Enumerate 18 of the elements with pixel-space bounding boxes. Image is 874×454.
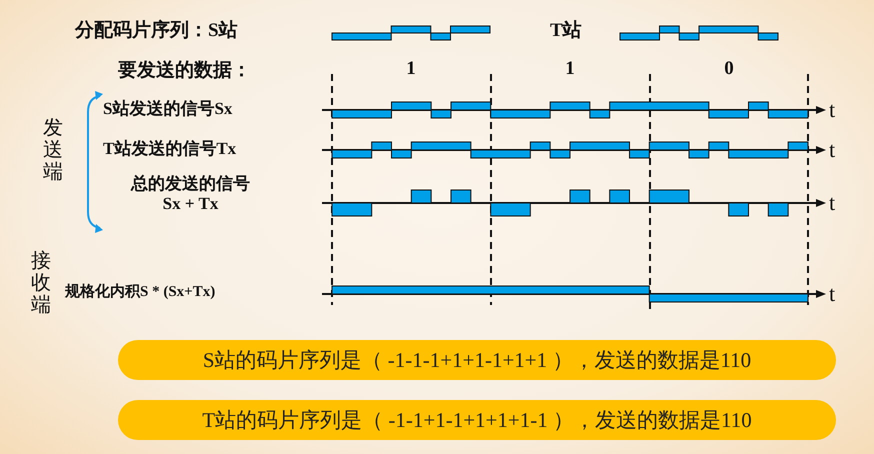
section-label: 接收端	[31, 250, 51, 316]
row-label: 1	[406, 58, 416, 81]
row-label: T站	[550, 20, 582, 43]
summary-banner: T站的码片序列是（ -1-1+1-1+1+1+1-1 ），发送的数据是110	[118, 400, 836, 440]
row-label: 要发送的数据：	[118, 60, 251, 83]
axis-label: t	[829, 97, 836, 124]
axis-label: t	[829, 190, 836, 216]
summary-banner: S站的码片序列是（ -1-1-1+1+1-1+1+1 ），发送的数据是110	[118, 340, 836, 380]
row-label: T站发送的信号Tx	[103, 139, 236, 160]
row-label: 0	[724, 58, 734, 81]
axis-label: t	[829, 281, 836, 308]
row-label: 总的发送的信号 Sx + Tx	[130, 174, 251, 215]
axis-label: t	[829, 137, 836, 164]
section-label: 发送端	[43, 117, 63, 183]
row-label: S站发送的信号Sx	[103, 99, 232, 120]
row-label: 规格化内积S * (Sx+Tx)	[65, 283, 216, 301]
row-label: 分配码片序列：S站	[75, 20, 238, 43]
row-label: 1	[565, 58, 575, 81]
